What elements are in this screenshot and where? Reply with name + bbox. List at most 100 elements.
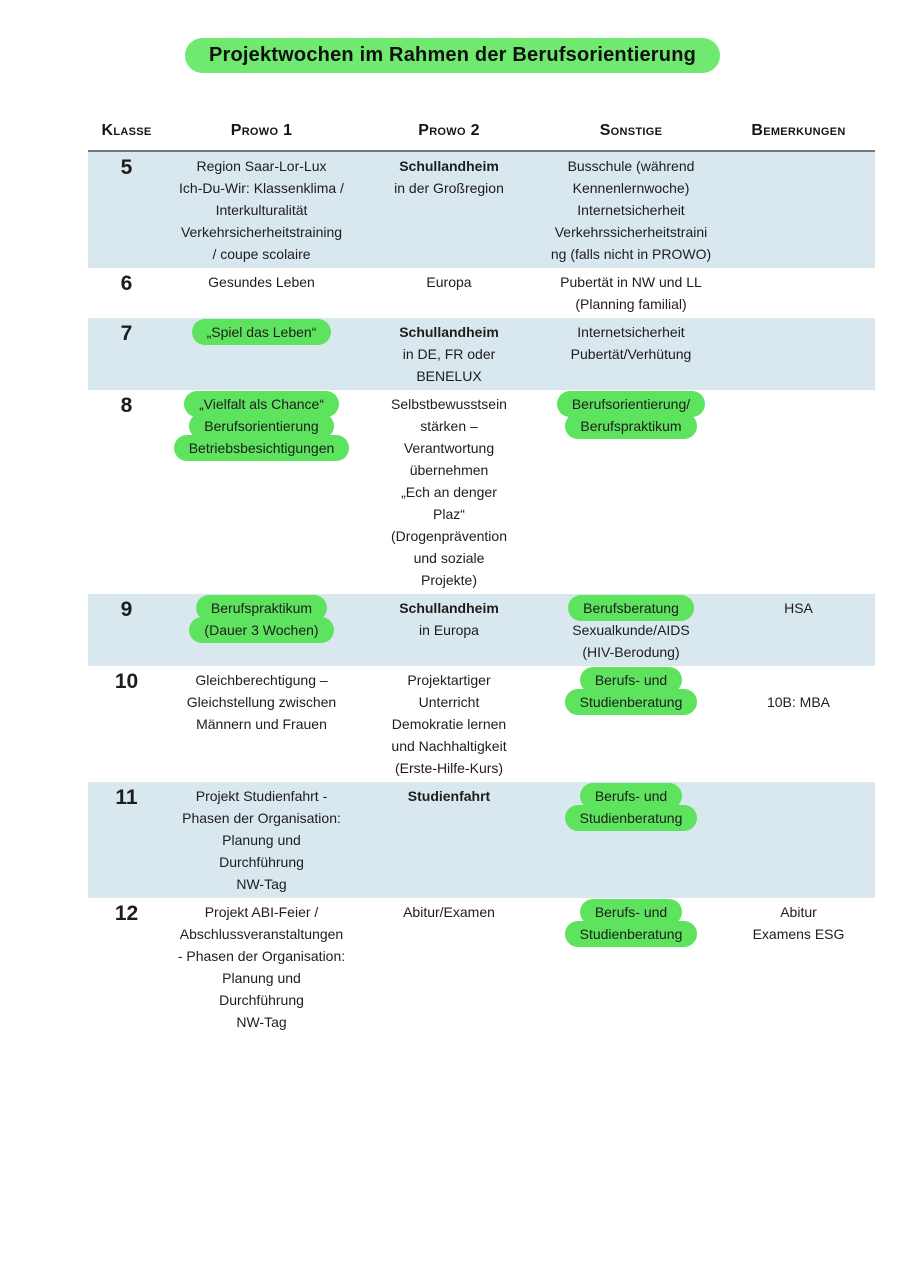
cell-line: Studienfahrt bbox=[407, 788, 491, 804]
table-header-row: Klasse Prowo 1 Prowo 2 Sonstige Bemerkun… bbox=[88, 112, 875, 150]
cell-line: Examens ESG bbox=[752, 926, 845, 942]
cell-line: Pubertät/Verhütung bbox=[570, 346, 692, 362]
cell-line: Berufsorientierung bbox=[165, 413, 358, 439]
cell-line: Berufs- und bbox=[540, 783, 722, 809]
green-highlight: Berufspraktikum bbox=[195, 595, 328, 621]
cell-line: NW-Tag bbox=[236, 1014, 287, 1030]
bemerkungen-cell bbox=[722, 390, 875, 594]
page-title: Projektwochen im Rahmen der Berufsorient… bbox=[184, 38, 721, 73]
table-row: 8 „Vielfalt als Chance“Berufsorientierun… bbox=[88, 390, 875, 594]
prowo1-cell: Gesundes Leben bbox=[165, 268, 358, 318]
cell-line: (Drogenprävention bbox=[391, 528, 507, 544]
cell-line: Berufs- und bbox=[540, 899, 722, 925]
cell-line: Schullandheim bbox=[399, 158, 499, 174]
cell-line: Demokratie lernen bbox=[391, 716, 507, 732]
cell-line: Studienberatung bbox=[540, 921, 722, 947]
table-row: 9 Berufspraktikum(Dauer 3 Wochen) Schull… bbox=[88, 594, 875, 666]
cell-line: Gleichstellung zwischen bbox=[186, 694, 337, 710]
klasse-number: 5 bbox=[120, 156, 133, 179]
cell-line: „Ech an denger bbox=[401, 484, 497, 500]
sonstige-cell: Berufsorientierung/Berufspraktikum bbox=[540, 390, 722, 594]
prowo2-cell: Abitur/Examen bbox=[358, 898, 540, 1036]
cell-line: Projekte) bbox=[420, 572, 478, 588]
klasse-cell: 8 bbox=[88, 390, 165, 594]
bemerkungen-cell bbox=[722, 782, 875, 898]
cell-line: HSA bbox=[784, 600, 813, 616]
green-highlight: Betriebsbesichtigungen bbox=[173, 435, 350, 461]
table-row: 12 Projekt ABI-Feier /Abschlussveranstal… bbox=[88, 898, 875, 1036]
cell-line: Europa bbox=[426, 274, 472, 290]
bemerkungen-cell bbox=[722, 268, 875, 318]
cell-line: / coupe scolaire bbox=[212, 246, 311, 262]
cell-line: in der Großregion bbox=[394, 180, 504, 196]
cell-line: BENELUX bbox=[416, 368, 482, 384]
column-header-prowo1: Prowo 1 bbox=[230, 122, 293, 139]
cell-line: Verkehrsicherheitstraining bbox=[180, 224, 343, 240]
cell-line: und soziale bbox=[413, 550, 485, 566]
klasse-cell: 11 bbox=[88, 782, 165, 898]
green-highlight: Berufs- und bbox=[579, 667, 683, 693]
cell-line: „Spiel das Leben“ bbox=[165, 319, 358, 345]
cell-line: Interkulturalität bbox=[215, 202, 308, 218]
cell-line: Busschule (während bbox=[567, 158, 695, 174]
klasse-cell: 7 bbox=[88, 318, 165, 390]
cell-line: Projekt ABI-Feier / bbox=[204, 904, 319, 920]
cell-line: Projektartiger bbox=[407, 672, 491, 688]
column-header-prowo2: Prowo 2 bbox=[418, 122, 480, 139]
green-highlight: Berufs- und bbox=[579, 899, 683, 925]
prowo1-cell: Projekt Studienfahrt -Phasen der Organis… bbox=[165, 782, 358, 898]
green-highlight: Studienberatung bbox=[564, 805, 698, 831]
klasse-cell: 12 bbox=[88, 898, 165, 1036]
cell-line: Unterricht bbox=[418, 694, 480, 710]
cell-line: (Dauer 3 Wochen) bbox=[165, 617, 358, 643]
klasse-number: 10 bbox=[114, 670, 139, 693]
cell-line: NW-Tag bbox=[236, 876, 287, 892]
schedule-table: Klasse Prowo 1 Prowo 2 Sonstige Bemerkun… bbox=[88, 112, 875, 1036]
column-header-bemerkungen: Bemerkungen bbox=[751, 122, 846, 139]
cell-line: übernehmen bbox=[409, 462, 489, 478]
klasse-number: 11 bbox=[115, 786, 138, 809]
column-header-sonstige: Sonstige bbox=[599, 122, 663, 139]
cell-line: in DE, FR oder bbox=[402, 346, 496, 362]
cell-line: Berufspraktikum bbox=[540, 413, 722, 439]
cell-line: Planung und bbox=[222, 970, 301, 986]
klasse-cell: 5 bbox=[88, 152, 165, 268]
cell-line: Kennenlernwoche) bbox=[572, 180, 690, 196]
cell-line: Durchführung bbox=[219, 992, 304, 1008]
prowo1-cell: Gleichberechtigung – Gleichstellung zwisc… bbox=[165, 666, 358, 782]
green-highlight: Berufs- und bbox=[579, 783, 683, 809]
klasse-number: 8 bbox=[120, 394, 133, 417]
cell-line: Phasen der Organisation: bbox=[182, 810, 341, 826]
cell-line: Berufs- und bbox=[540, 667, 722, 693]
cell-line: Pubertät in NW und LL bbox=[560, 274, 702, 290]
cell-line: - Phasen der Organisation: bbox=[177, 948, 346, 964]
cell-line: Region Saar-Lor-Lux bbox=[196, 158, 327, 174]
cell-line: Studienberatung bbox=[540, 689, 722, 715]
cell-line: Gleichberechtigung – bbox=[195, 672, 328, 688]
cell-line: Abitur/Examen bbox=[403, 904, 495, 920]
cell-line: stärken – bbox=[420, 418, 478, 434]
green-highlight: Berufsorientierung bbox=[189, 413, 334, 439]
cell-line: Berufspraktikum bbox=[165, 595, 358, 621]
cell-line: Verkehrssicherheitstraini bbox=[554, 224, 708, 240]
klasse-number: 12 bbox=[114, 902, 139, 925]
title-area: Projektwochen im Rahmen der Berufsorient… bbox=[0, 38, 905, 73]
cell-line: Sexualkunde/AIDS bbox=[572, 622, 690, 638]
cell-line: (Planning familial) bbox=[575, 296, 687, 312]
cell-line: Männern und Frauen bbox=[196, 716, 327, 732]
cell-line: Selbstbewusstsein bbox=[391, 396, 507, 412]
cell-line: Planung und bbox=[222, 832, 301, 848]
cell-line: „Vielfalt als Chance“ bbox=[165, 391, 358, 417]
cell-line: Gesundes Leben bbox=[208, 274, 315, 290]
